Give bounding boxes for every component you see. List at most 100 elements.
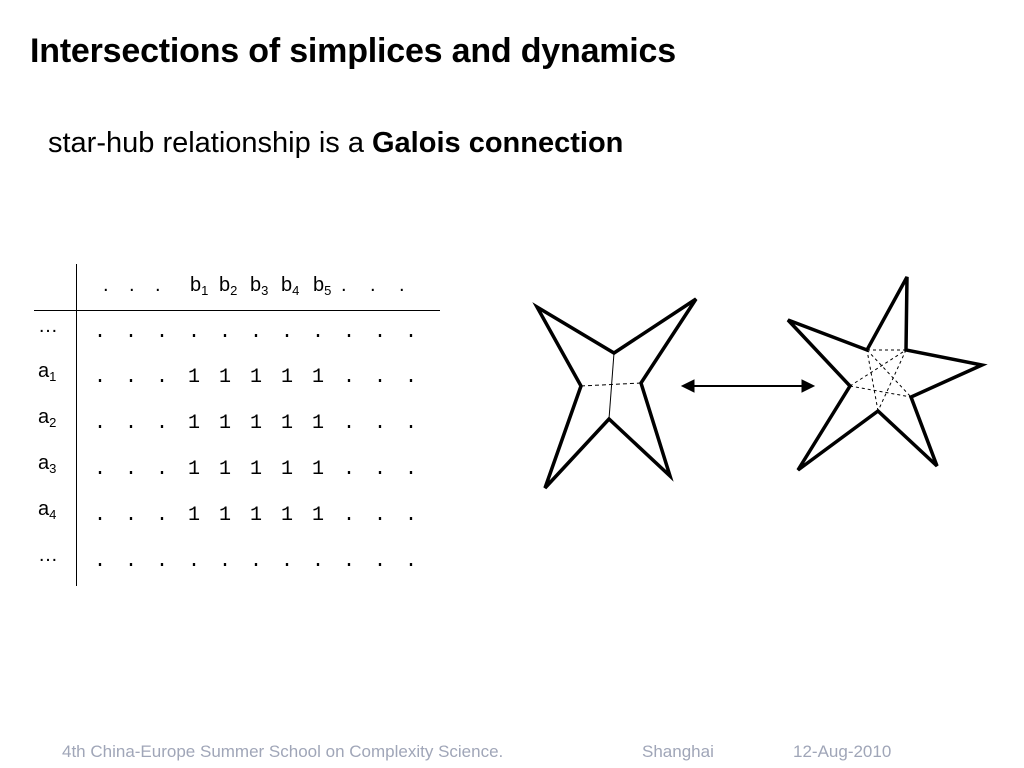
table-cell: . — [404, 458, 417, 481]
row-header-base: a — [38, 360, 50, 382]
table-cell: . — [93, 504, 106, 527]
table-cell: 1 — [249, 458, 262, 481]
column-header: . — [129, 274, 135, 297]
table-cell: 1 — [249, 366, 262, 389]
column-header-subscript: 4 — [292, 283, 300, 298]
table-cell: . — [404, 550, 417, 573]
column-header-base: b — [250, 274, 262, 296]
column-header-base: . — [155, 274, 161, 296]
table-cell: . — [342, 321, 355, 344]
table-cell: 1 — [311, 504, 324, 527]
bidirectional-arrow-icon — [680, 379, 816, 393]
table-cell: . — [155, 321, 168, 344]
table-cell: 1 — [311, 458, 324, 481]
row-header-subscript: 1 — [49, 369, 57, 384]
table-cell: 1 — [280, 504, 293, 527]
table-cell: . — [404, 366, 417, 389]
table-cell: . — [404, 504, 417, 527]
table-cell: 1 — [218, 412, 231, 435]
table-cell: . — [218, 550, 231, 573]
row-header-base: … — [38, 315, 58, 337]
row-header: a1 — [38, 360, 56, 384]
table-cell: . — [373, 550, 386, 573]
column-header: . — [155, 274, 161, 297]
table-cell: 1 — [249, 504, 262, 527]
table-horizontal-divider — [34, 310, 440, 311]
footer-date: 12-Aug-2010 — [793, 742, 892, 761]
table-cell: . — [342, 504, 355, 527]
column-header: b1 — [190, 274, 208, 298]
table-cell: . — [124, 504, 137, 527]
column-header-subscript: 5 — [324, 283, 332, 298]
table-cell: 1 — [187, 458, 200, 481]
row-header-subscript: 4 — [49, 507, 57, 522]
table-cell: . — [342, 550, 355, 573]
table-cell: . — [155, 504, 168, 527]
table-cell: 1 — [311, 366, 324, 389]
column-header: . — [103, 274, 109, 297]
table-cell: . — [155, 366, 168, 389]
column-header: b4 — [281, 274, 299, 298]
table-cell: . — [124, 550, 137, 573]
column-header: . — [370, 274, 376, 297]
table-cell: . — [311, 550, 324, 573]
row-header: a2 — [38, 406, 56, 430]
left-star — [532, 297, 698, 490]
table-cell: . — [187, 550, 200, 573]
table-cell: . — [187, 321, 200, 344]
subtitle-text: star-hub relationship is a — [48, 127, 372, 159]
column-header: . — [399, 274, 405, 297]
column-header-subscript: 1 — [201, 283, 209, 298]
table-cell: . — [93, 366, 106, 389]
table-cell: . — [342, 366, 355, 389]
row-header-base: a — [38, 498, 50, 520]
row-header-subscript: 2 — [49, 415, 57, 430]
row-header: a3 — [38, 452, 56, 476]
table-cell: . — [93, 550, 106, 573]
table-cell: . — [373, 366, 386, 389]
table-cell: 1 — [187, 412, 200, 435]
table-cell: . — [404, 321, 417, 344]
table-cell: . — [280, 550, 293, 573]
table-cell: . — [249, 550, 262, 573]
table-cell: . — [155, 458, 168, 481]
table-cell: . — [342, 458, 355, 481]
table-cell: 1 — [280, 458, 293, 481]
table-cell: . — [373, 504, 386, 527]
footer-location: Shanghai — [642, 742, 714, 761]
table-cell: . — [93, 412, 106, 435]
column-header-base: b — [281, 274, 293, 296]
row-header-base: … — [38, 544, 58, 566]
table-cell: . — [218, 321, 231, 344]
table-cell: 1 — [218, 458, 231, 481]
column-header: b2 — [219, 274, 237, 298]
table-cell: . — [93, 321, 106, 344]
table-vertical-divider — [76, 264, 77, 586]
column-header-base: . — [399, 274, 405, 296]
table-cell: . — [124, 321, 137, 344]
row-header: … — [38, 315, 58, 338]
table-cell: . — [155, 550, 168, 573]
column-header-base: . — [370, 274, 376, 296]
row-header: a4 — [38, 498, 56, 522]
table-cell: 1 — [187, 504, 200, 527]
row-header-base: a — [38, 406, 50, 428]
column-header: b5 — [313, 274, 331, 298]
column-header-base: . — [341, 274, 347, 296]
column-header-base: . — [103, 274, 109, 296]
table-cell: 1 — [249, 412, 262, 435]
table-cell: . — [124, 458, 137, 481]
column-header: . — [341, 274, 347, 297]
column-header-base: b — [190, 274, 202, 296]
table-cell: . — [124, 366, 137, 389]
column-header-base: . — [129, 274, 135, 296]
table-cell: 1 — [280, 366, 293, 389]
table-cell: . — [404, 412, 417, 435]
table-cell: . — [373, 412, 386, 435]
subtitle-emphasis: Galois connection — [372, 127, 624, 159]
table-cell: . — [373, 458, 386, 481]
table-cell: . — [93, 458, 106, 481]
column-header-base: b — [219, 274, 231, 296]
